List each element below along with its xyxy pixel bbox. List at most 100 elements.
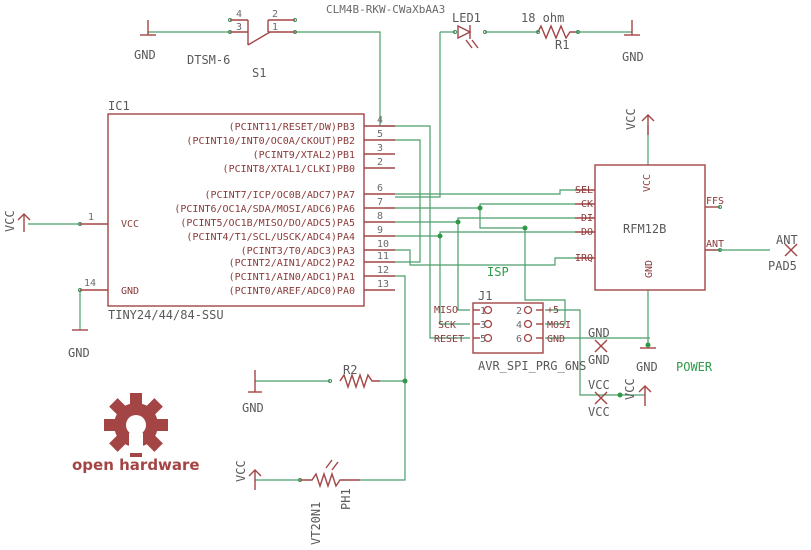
j1-pin-circle [483,333,493,343]
gnd-symbol-power: GND GND [588,326,610,367]
s1-pin2: 2 [272,9,278,20]
s1-switch: 4 3 2 1 DTSM-6 S1 [187,9,295,80]
ic1-pin-num: 13 [377,279,389,290]
gnd-label-rfm: GND [636,360,658,374]
ic1-pin-num: 8 [377,211,383,222]
ic1-pin-name: (PCINT6/OC1A/SDA/MOSI/ADC6)PA6 [174,204,355,215]
vcc-label-power-bottom: VCC [588,405,610,419]
gnd-symbol-rfm: GND [636,347,658,374]
ic1-pin-name: (PCINT8/XTAL1/CLKI)PB0 [223,164,355,175]
ic1-pin-name: (PCINT7/ICP/OC0B/ADC7)PA7 [204,190,355,201]
j1-left-sck: SCK [438,320,456,331]
r2-resistor: R2 [339,363,380,390]
j1-pin-num: 5 [480,334,486,345]
led1-symbol: LED1 [452,11,481,49]
ic1-pin-num: 6 [377,183,383,194]
ic1-pin-num: 3 [377,143,383,154]
j1-pin-num: 1 [480,306,486,317]
j1-left-miso: MISO [434,305,458,316]
vcc-label-power-side: VCC [623,378,637,400]
gnd-label-power-bottom: GND [588,353,610,367]
vcc-label-ic1: VCC [3,210,17,232]
vcc-label-rfm: VCC [624,108,638,130]
j1-pin-circle [483,319,493,329]
j1-pin-circle [523,305,533,315]
isp-label: ISP [487,265,509,279]
vcc-symbol-ph1: VCC [234,460,262,490]
vcc-symbol-ic1: VCC [3,210,31,232]
pad5-label: ANT [776,233,798,247]
power-label: POWER [676,360,713,374]
ic1-pin-name: (PCINT4/T1/SCL/USCK/ADC4)PA4 [186,232,355,243]
pad5: ANT PAD5 [768,233,798,273]
rfm-pin-vcc: VCC [642,174,653,192]
s1-part: DTSM-6 [187,53,230,67]
ic1-pin-name: (PCINT11/RESET/DW)PB3 [229,122,355,133]
ic1-pin-num: 2 [377,157,383,168]
part-code-text: CLM4B-RKW-CWaXbAA3 [326,3,445,16]
rfm-pin-gnd: GND [644,260,655,278]
ic1-part: TINY24/44/84-SSU [108,308,224,322]
ic1-pin-name: (PCINT9/XTAL2)PB1 [253,150,355,161]
j1-pin-circle [523,333,533,343]
ic1-pin-name: (PCINT3/T0/ADC3)PA3 [241,246,355,257]
rfm-part: RFM12B [623,222,666,236]
rfm-pin-label: IRQ [575,253,593,264]
ic1-pin-name: (PCINT10/INT0/OC0A/CKOUT)PB2 [186,136,355,147]
ic1-pin-name: (PCINT5/OC1B/MISO/DO/ADC5)PA5 [180,218,355,229]
rfm-pin-ffs: FFS [706,196,724,207]
r1-resistor: 18 ohm R1 [521,11,578,52]
vcc-label-ph1: VCC [234,460,248,482]
j1-pin-num: 3 [480,320,486,331]
s1-pin3: 3 [236,22,242,33]
j1-pin-num: 4 [516,320,522,331]
s1-ref: S1 [252,66,266,80]
r1-ref: R1 [555,38,569,52]
pad5-ref: PAD5 [768,259,797,273]
j1-pin-circle [483,305,493,315]
ic1-pin-num: 4 [377,115,383,126]
vcc-symbol-rfm: VCC [624,108,655,135]
ph1-part: VT20N1 [309,502,323,545]
ic1-pin-num: 5 [377,129,383,140]
ph1-ref: PH1 [339,488,353,510]
ic1-pin-num: 9 [377,225,383,236]
gnd-label-s1: GND [134,48,156,62]
ic1-pin-name: (PCINT2/AIN1/ADC2)PA2 [229,258,355,269]
j1-pin-num: 2 [516,306,522,317]
rfm-pin-label: DO [581,227,593,238]
j1-pin-num: 6 [516,334,522,345]
j1-right-5v: +5 [547,305,559,316]
gnd-label-ic1: GND [68,346,90,360]
j1-right-gnd: GND [547,334,565,345]
ph1-photoresistor: PH1 VT20N1 [300,459,360,545]
vcc-label-power-top: VCC [588,378,610,392]
ic1-pin-name: (PCINT1/AIN0/ADC1)PA1 [229,272,355,283]
rfm-pin-label: SEL [575,185,593,196]
ic1-symbol: IC1 TINY24/44/84-SSU 1 VCC 14 GND 4(PCIN… [80,99,395,322]
j1-left-reset: RESET [434,334,464,345]
open-hardware-logo: open hardware [72,393,200,474]
ic1-pin-num: 12 [377,265,389,276]
gnd-symbol-s1: GND [134,20,156,62]
ic1-ref: IC1 [108,99,130,113]
j1-right-mosi: MOSI [547,320,571,331]
gnd-symbol-r1: GND [622,20,644,64]
r2-ref: R2 [343,363,357,377]
logo-text: open hardware [72,456,200,474]
rfm-pin-label: DI [581,213,593,224]
gnd-label-r2: GND [242,401,264,415]
j1-pin-circle [523,319,533,329]
gnd-symbols: GND GND GND GND GND GND GND [68,20,658,415]
ic1-pin-num-vcc: 1 [88,212,94,223]
gnd-symbol-r2: GND [242,370,264,415]
ic1-pin-num: 11 [377,251,389,262]
junctions [402,205,651,398]
j1-pins: 1 2 3 4 5 6 [473,305,543,345]
rfm-pin-ant: ANT [706,239,724,250]
ic1-pin-num: 10 [377,239,389,250]
wire-endpoints [78,18,722,482]
